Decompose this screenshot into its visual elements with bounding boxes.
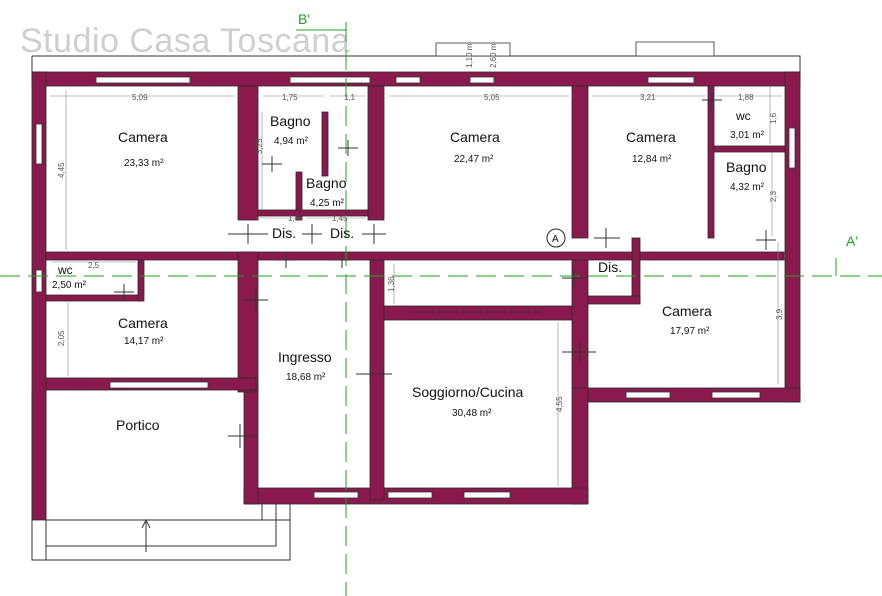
room-soggiorno-name: Soggiorno/Cucina xyxy=(412,384,524,400)
dim-145: 1,45 xyxy=(332,214,348,223)
room-wc-w-area: 2,50 m² xyxy=(52,280,87,291)
studio-watermark: Studio Casa Toscana xyxy=(20,22,351,60)
dim-39: 3,9 xyxy=(775,308,784,320)
dim-445: 4,45 xyxy=(57,162,66,178)
room-wc-w-name: wc xyxy=(57,263,73,277)
chimney-dim-2: 2,60 m xyxy=(489,43,498,68)
dim-505: 5,05 xyxy=(484,93,500,102)
dim-16: 1,6 xyxy=(769,112,778,124)
room-camera-w-area: 14,17 m² xyxy=(124,336,164,347)
room-wc-ne-area: 3,01 m² xyxy=(730,130,765,141)
interior-walls xyxy=(45,85,786,501)
room-portico-name: Portico xyxy=(116,417,160,433)
room-bagno-1-name: Bagno xyxy=(270,113,311,129)
dim-25: 2,5 xyxy=(88,261,100,270)
dim-325: 3,25 xyxy=(255,138,264,154)
room-ingresso-name: Ingresso xyxy=(278,349,332,365)
dim-175: 1,75 xyxy=(282,93,298,102)
section-a-label: A' xyxy=(846,233,858,249)
room-camera-n-area: 22,47 m² xyxy=(454,154,494,165)
dim-11: 1,1 xyxy=(344,93,356,102)
room-bagno-2-name: Bagno xyxy=(306,175,347,191)
room-soggiorno-area: 30,48 m² xyxy=(452,408,492,419)
dim-14: 1,4 xyxy=(288,214,300,223)
dimension-lines xyxy=(50,86,782,486)
room-camera-e-area: 17,97 m² xyxy=(670,326,710,337)
roof-outline xyxy=(31,55,801,74)
section-b-label: B' xyxy=(298,11,310,27)
room-bagno-e-name: Bagno xyxy=(726,159,767,175)
dim-321: 3,21 xyxy=(640,93,656,102)
room-bagno-2-area: 4,25 m² xyxy=(310,198,345,209)
dim-136: 1,36 xyxy=(387,276,396,292)
room-camera-e-name: Camera xyxy=(662,303,712,319)
room-dis-3-name: Dis. xyxy=(598,259,622,275)
dim-188: 1,88 xyxy=(738,93,754,102)
room-bagno-1-area: 4,94 m² xyxy=(274,136,309,147)
chimney-dim-1: 1,10 m xyxy=(465,43,474,68)
section-circle-marker xyxy=(546,228,566,248)
door-markers xyxy=(114,92,776,448)
room-camera-nw-name: Camera xyxy=(118,129,168,145)
room-camera-n-name: Camera xyxy=(450,129,500,145)
section-lines xyxy=(0,22,882,596)
room-camera-ne-area: 12,84 m² xyxy=(632,154,672,165)
dim-455: 4,55 xyxy=(555,396,564,412)
room-camera-nw-area: 23,33 m² xyxy=(124,158,164,169)
dim-205: 2,05 xyxy=(57,330,66,346)
chimney-left xyxy=(435,42,511,57)
room-bagno-e-area: 4,32 m² xyxy=(730,182,765,193)
portico-structure xyxy=(31,390,291,561)
room-ingresso-area: 18,68 m² xyxy=(286,372,326,383)
room-dis-2-name: Dis. xyxy=(330,225,354,241)
chimney-right xyxy=(635,41,715,57)
windows xyxy=(35,76,796,499)
room-camera-ne-name: Camera xyxy=(626,129,676,145)
room-camera-w-name: Camera xyxy=(118,315,168,331)
dim-23: 2,3 xyxy=(769,190,778,202)
section-circle-label: A xyxy=(552,234,559,245)
dim-509: 5,09 xyxy=(132,93,148,102)
room-dis-1-name: Dis. xyxy=(272,225,296,241)
room-wc-ne-name: wc xyxy=(735,109,751,123)
